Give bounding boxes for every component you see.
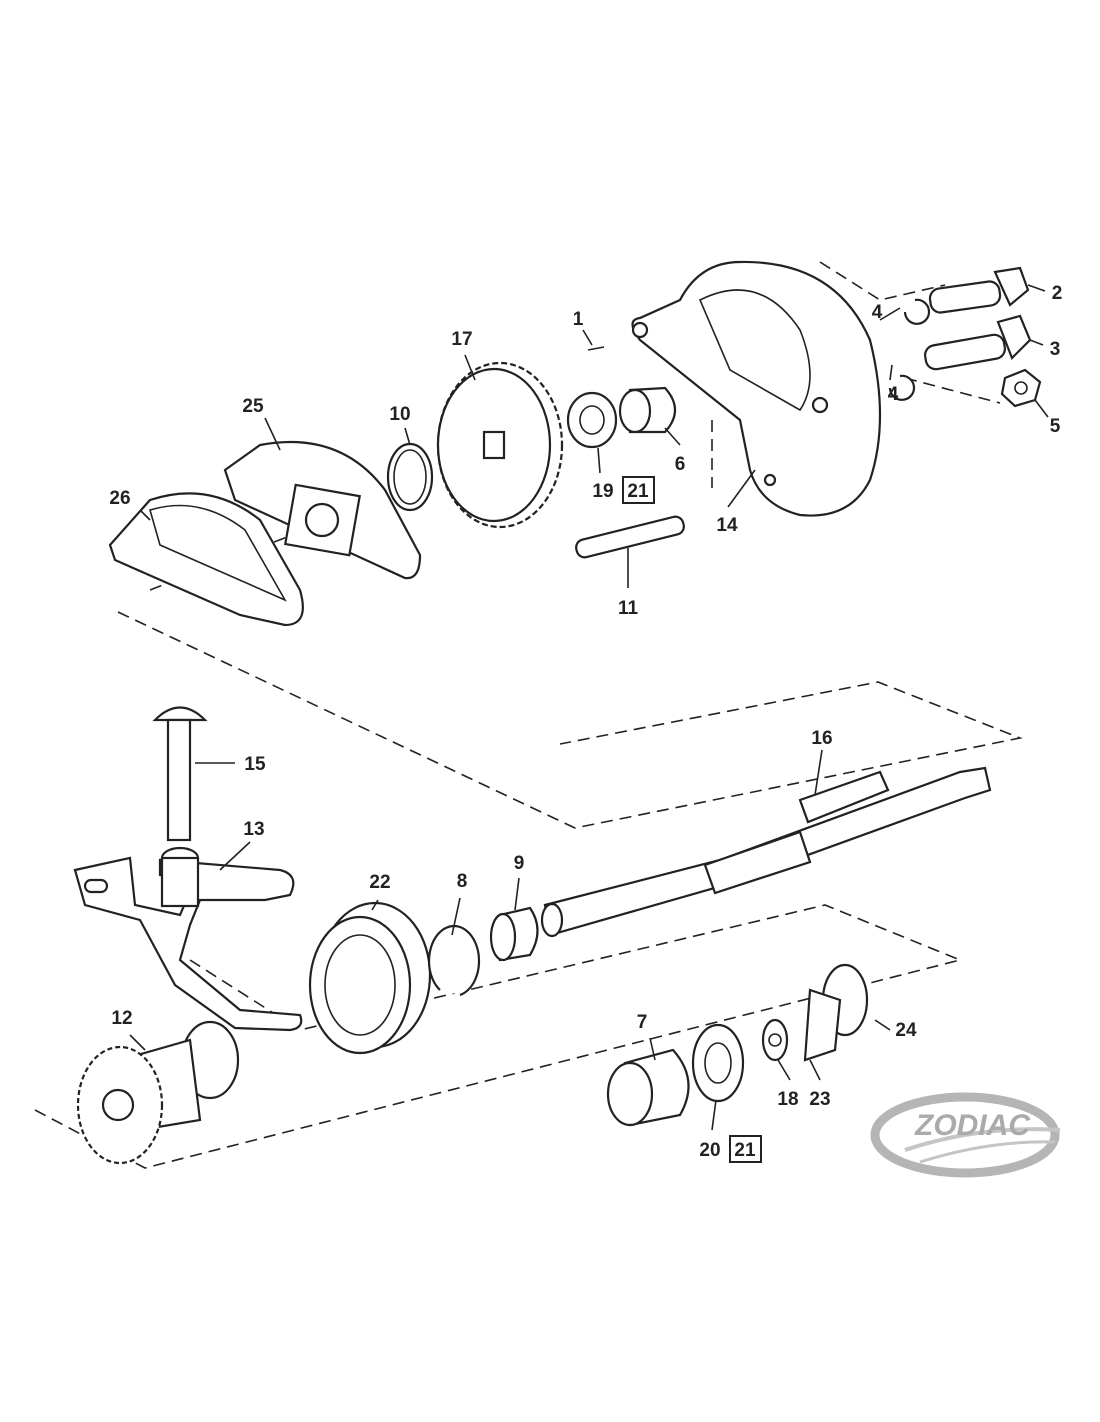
washer-19 — [566, 391, 618, 449]
washer-20 — [691, 1023, 745, 1103]
leader-lines — [129, 284, 1049, 1131]
label-box-21a — [622, 476, 655, 504]
label-10: 10 — [389, 404, 410, 425]
label-16: 16 — [811, 728, 832, 749]
label-4a: 4 — [872, 302, 883, 323]
label-17: 17 — [451, 329, 472, 350]
stud-11 — [575, 515, 685, 559]
lever-13 — [73, 846, 303, 1032]
label-box-21b — [729, 1135, 762, 1163]
bearing-7 — [606, 1048, 690, 1127]
label-21b: 21 — [734, 1140, 756, 1161]
label-3: 3 — [1050, 339, 1061, 360]
label-24: 24 — [895, 1020, 917, 1041]
label-8: 8 — [457, 871, 468, 892]
label-18: 18 — [777, 1089, 798, 1110]
label-2: 2 — [1052, 283, 1063, 304]
logo-text: ZODIAC — [914, 1109, 1031, 1142]
label-12: 12 — [111, 1008, 132, 1029]
label-26: 26 — [109, 488, 130, 509]
label-23: 23 — [809, 1089, 830, 1110]
label-1: 1 — [573, 309, 584, 330]
label-21a: 21 — [627, 481, 649, 502]
bolt-3 — [924, 314, 1032, 371]
label-15: 15 — [244, 754, 266, 775]
zodiac-logo: ZODIAC — [870, 1092, 1061, 1178]
label-19: 19 — [592, 481, 613, 502]
label-6: 6 — [675, 454, 686, 475]
label-20: 20 — [699, 1140, 720, 1161]
part-labels: 1 2 3 4 4 5 6 10 17 25 26 19 21 14 11 15… — [109, 283, 1063, 1163]
bushing-24 — [761, 963, 869, 1062]
label-5: 5 — [1050, 416, 1061, 437]
label-9: 9 — [514, 853, 525, 874]
label-22: 22 — [369, 872, 390, 893]
label-7: 7 — [637, 1012, 648, 1033]
screw-15 — [152, 706, 208, 842]
label-14: 14 — [716, 515, 738, 536]
label-25: 25 — [242, 396, 264, 417]
label-4b: 4 — [888, 384, 899, 405]
label-13: 13 — [243, 819, 264, 840]
gasket-26 — [108, 492, 304, 627]
pin-1 — [587, 346, 605, 351]
starter-drive-12 — [76, 1020, 240, 1165]
nut-5 — [1000, 368, 1042, 408]
clutch-cup-22 — [308, 901, 432, 1055]
housing-14 — [631, 260, 882, 517]
lockwasher-4a — [903, 298, 931, 325]
shaft-16 — [540, 766, 992, 938]
label-11: 11 — [618, 598, 639, 619]
snap-ring-8 — [427, 924, 481, 997]
lockwasher-4b — [888, 374, 916, 401]
gear-17 — [436, 361, 564, 529]
bolt-2 — [928, 266, 1030, 314]
